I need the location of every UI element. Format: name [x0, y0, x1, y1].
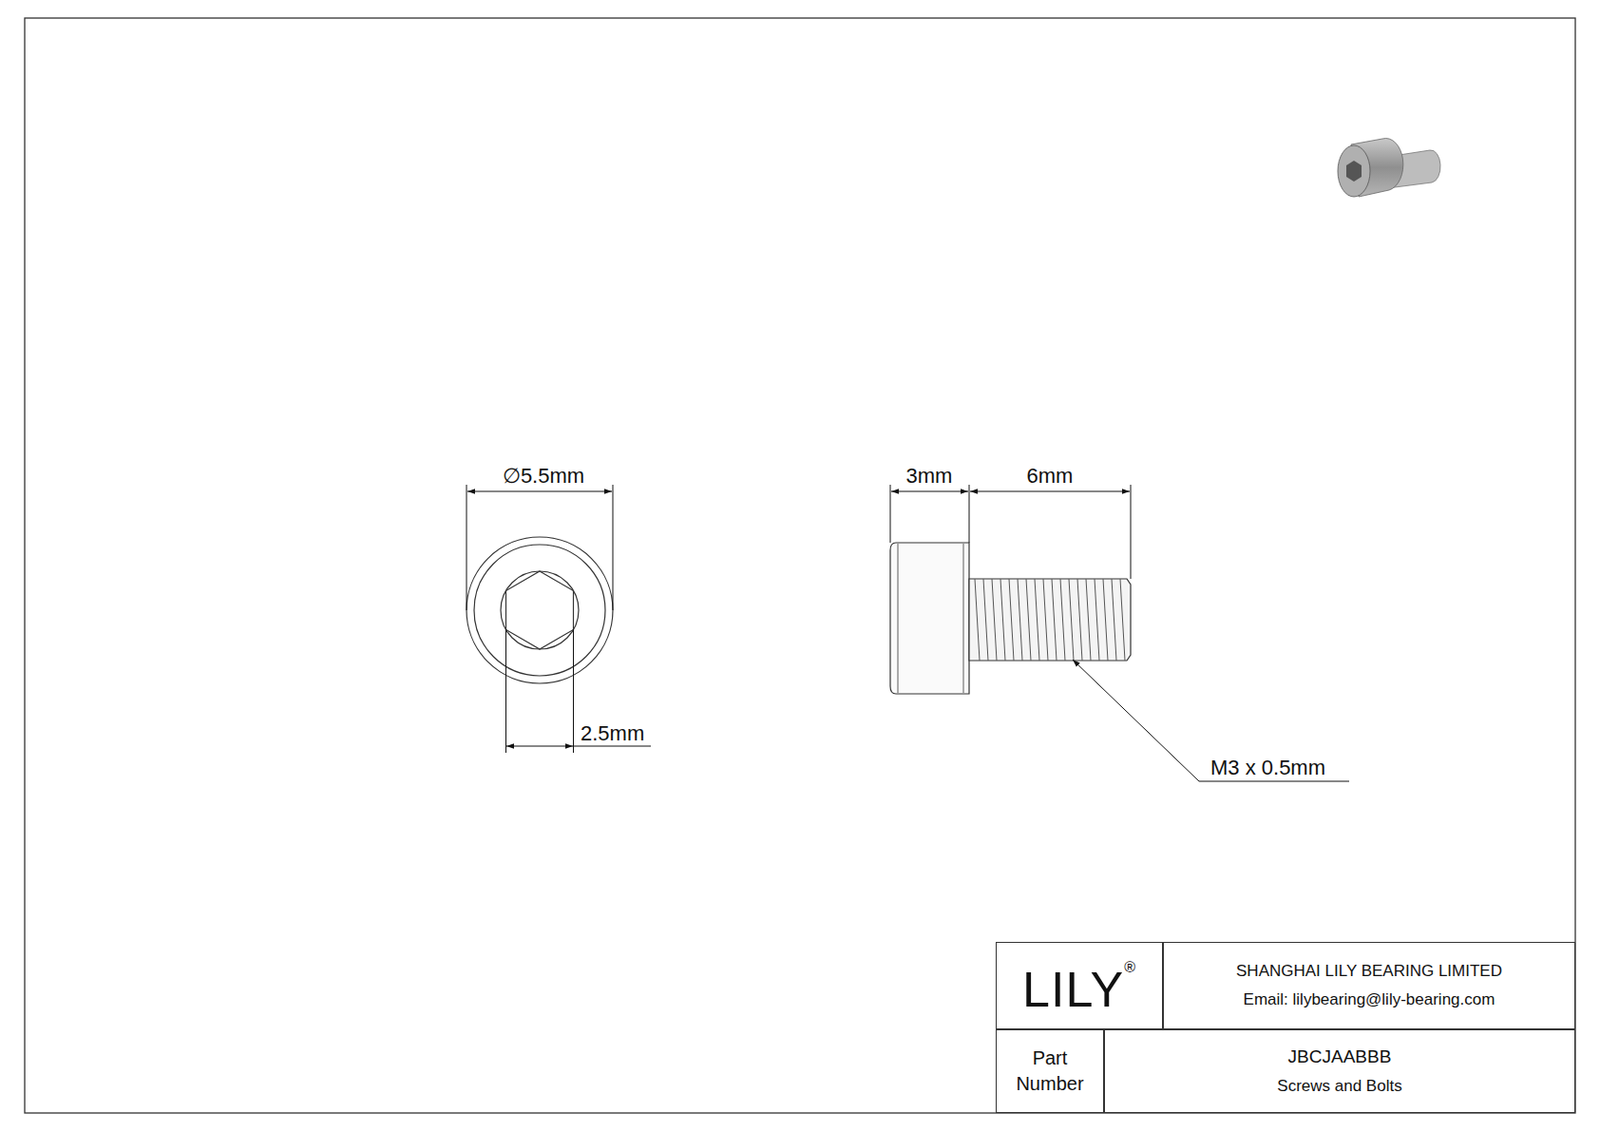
extension-line	[969, 484, 971, 543]
thread-crest	[991, 578, 997, 661]
isometric-screw	[1337, 137, 1441, 197]
hex-socket	[506, 571, 574, 649]
hex-size-dimension: 2.5mm	[578, 723, 647, 744]
thread-crest	[1009, 578, 1014, 661]
extension-line	[1130, 484, 1132, 579]
thread-crest	[1085, 578, 1091, 661]
dimension-leader	[572, 745, 651, 747]
head-chamfer-line	[897, 543, 899, 693]
title-block-cell: SHANGHAI LILY BEARING LIMITED Email: lily…	[1162, 941, 1576, 1029]
side-dimensions	[890, 484, 1350, 781]
extension-line	[572, 628, 574, 753]
dimension-line	[891, 491, 969, 493]
extension-line	[466, 484, 468, 610]
title-block-cell: LILY®	[995, 941, 1163, 1029]
thread-crest	[1068, 578, 1074, 661]
head-edge-line	[963, 543, 965, 693]
head-height-dimension: 3mm	[904, 465, 955, 487]
dimension-line	[970, 491, 1130, 493]
diameter-dimension: ∅5.5mm	[500, 465, 587, 487]
title-block-cell: Part Number	[995, 1028, 1105, 1113]
front-view	[466, 536, 613, 684]
thread-crest	[1043, 578, 1048, 661]
thumb-socket	[1346, 160, 1362, 182]
head-chamfer	[474, 544, 606, 676]
thread-crest	[1060, 578, 1066, 661]
company-name: SHANGHAI LILY BEARING LIMITED	[1236, 960, 1503, 982]
thread-crest	[1094, 578, 1100, 661]
length-dimension: 6mm	[1025, 465, 1076, 487]
head-outline	[466, 536, 613, 684]
thread-crest	[1120, 578, 1125, 661]
thread-leader	[1072, 659, 1350, 781]
screw-head	[890, 542, 970, 694]
thread-crest	[1077, 578, 1083, 661]
company-logo: LILY	[1022, 957, 1124, 1023]
part-number-caption: Part Number	[1011, 1045, 1088, 1097]
thread-crest	[1000, 578, 1006, 661]
side-view	[890, 542, 1131, 694]
thread-lines	[974, 578, 1125, 661]
front-dimensions	[466, 484, 651, 753]
thread-crest	[1051, 578, 1057, 661]
company-email: Email: lilybearing@lily-bearing.com	[1243, 989, 1496, 1010]
extension-line	[612, 484, 614, 610]
extension-line	[505, 628, 507, 753]
thread-crest	[1017, 578, 1023, 661]
socket-circle	[500, 571, 579, 649]
thread-crest	[974, 578, 980, 661]
extension-line	[890, 484, 892, 543]
title-block-cell: JBCJAABBB Screws and Bolts	[1104, 1028, 1576, 1113]
thread-callout: M3 x 0.5mm	[1208, 757, 1328, 779]
thread-crest	[1103, 578, 1108, 661]
thread-crest	[1111, 578, 1117, 661]
thread-crest	[1034, 578, 1040, 661]
threaded-shank	[969, 578, 1131, 661]
sheet-border	[24, 18, 1576, 1113]
registered-mark: ®	[1123, 957, 1137, 978]
thread-crest	[1026, 578, 1031, 661]
thread-crest	[983, 578, 989, 661]
part-number: JBCJAABBB	[1288, 1045, 1392, 1069]
dimension-line	[506, 745, 573, 747]
dimension-line	[467, 491, 612, 493]
thumb-head-face	[1337, 145, 1371, 197]
part-category: Screws and Bolts	[1276, 1075, 1402, 1097]
